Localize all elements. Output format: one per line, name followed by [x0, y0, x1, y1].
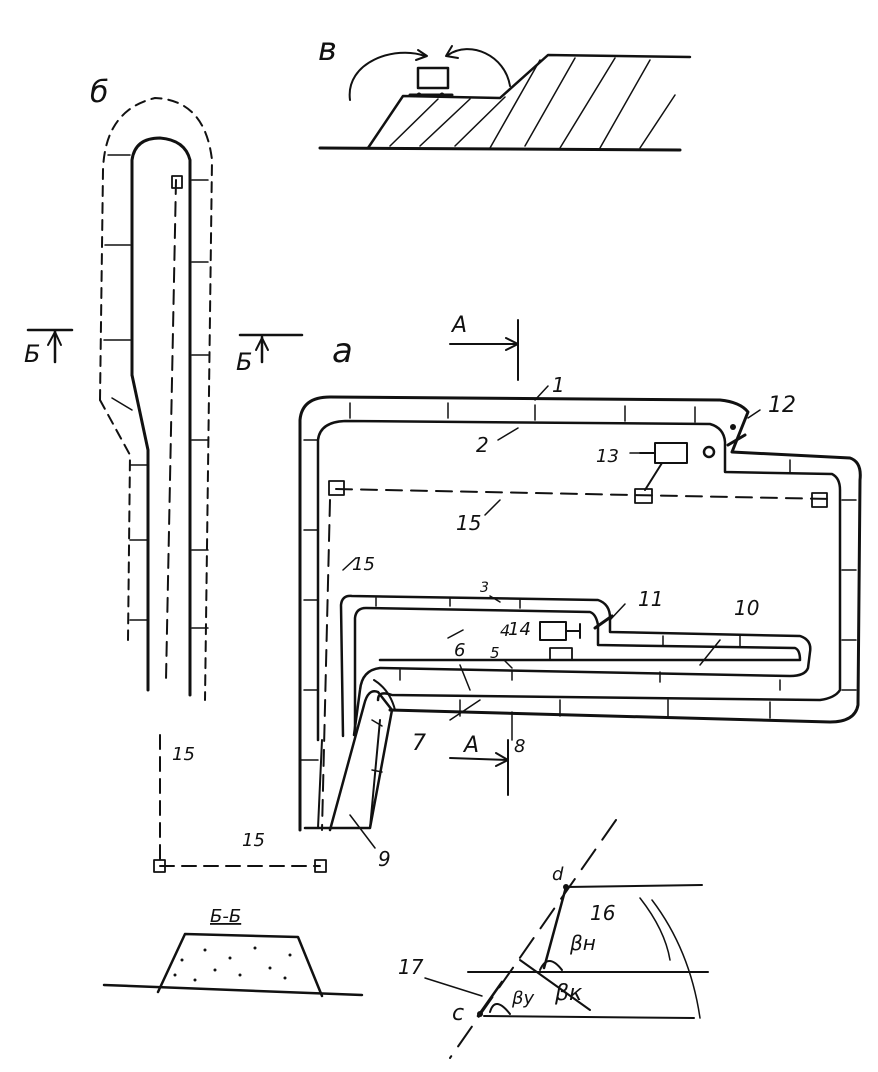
callout-15-b1: 15 — [172, 744, 195, 765]
view-label-a: а — [332, 331, 353, 371]
callout-15-a1: 15 — [456, 511, 481, 535]
angle-beta-n: βн — [569, 931, 596, 955]
callout-7: 7 — [412, 731, 426, 756]
callout-15-b2: 15 — [242, 830, 265, 851]
callout-5: 5 — [490, 644, 500, 662]
section-mark-A-top: А — [450, 313, 467, 338]
point-d: d — [552, 864, 564, 885]
callout-6: 6 — [454, 640, 465, 661]
section-mark-A-bottom: А — [462, 733, 479, 758]
angle-diagram: d 16 βн βу βк 17 c — [398, 819, 709, 1059]
callout-9: 9 — [378, 847, 391, 871]
callout-10: 10 — [734, 596, 759, 620]
view-v-cross-section: в — [318, 30, 692, 152]
view-a-main-plan: а — [298, 313, 862, 871]
callout-12: 12 — [768, 393, 796, 418]
callout-2: 2 — [476, 433, 489, 457]
view-label-b: б — [90, 75, 109, 110]
angle-beta-y: βу — [511, 988, 534, 1009]
point-c: c — [452, 1001, 464, 1026]
section-B-B: Б-Б — [102, 906, 364, 998]
section-title-B-B: Б-Б — [210, 906, 241, 927]
callout-16: 16 — [590, 901, 615, 925]
excavator-icon — [408, 66, 454, 98]
callout-3: 3 — [480, 580, 489, 596]
angle-beta-k: βк — [554, 981, 583, 1006]
connector-line-15: 15 — [153, 830, 327, 873]
callout-15-a2: 15 — [352, 554, 375, 575]
callout-4: 4 — [500, 621, 510, 640]
callout-11: 11 — [638, 587, 663, 611]
callout-8: 8 — [514, 736, 525, 757]
callout-1: 1 — [552, 373, 565, 397]
view-b-trench-plan: б 15 Б Б — [24, 75, 304, 861]
view-label-v: в — [318, 30, 337, 68]
section-mark-B-right: Б — [236, 348, 252, 376]
callout-13: 13 — [596, 446, 619, 467]
callout-17: 17 — [398, 955, 424, 979]
callout-14: 14 — [508, 619, 531, 640]
section-mark-B-left: Б — [24, 340, 40, 368]
